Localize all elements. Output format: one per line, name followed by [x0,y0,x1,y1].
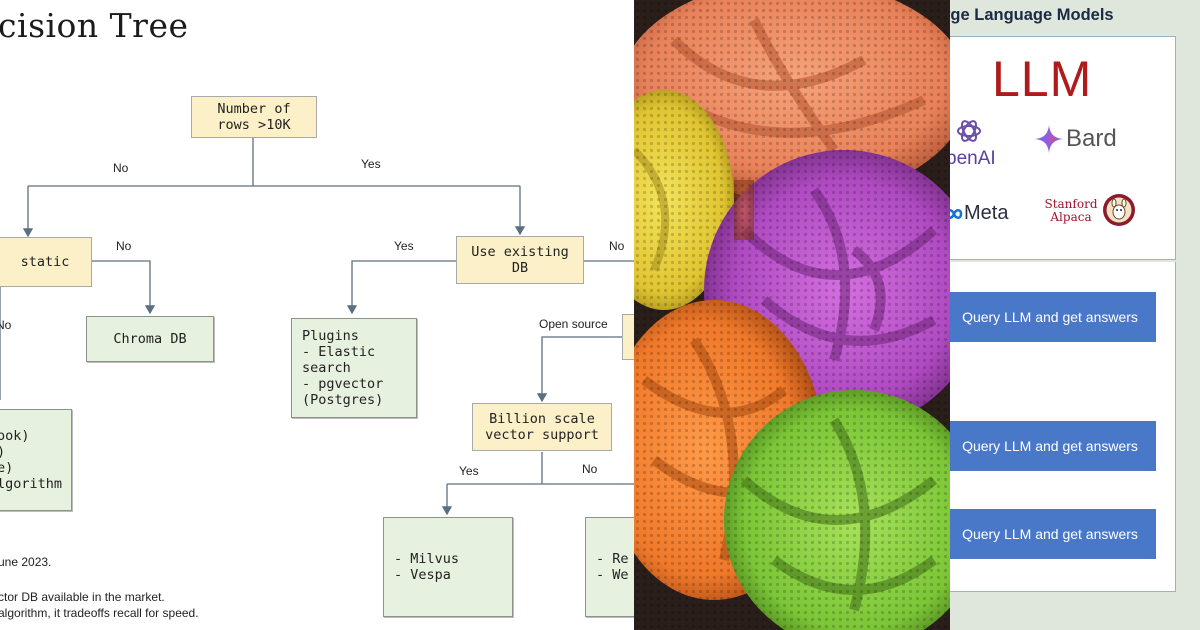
llm-panel-title: rge Language Models [950,6,1114,24]
alpaca-logo-icon [1103,194,1135,226]
edge-label-no: No [116,239,132,253]
outcome-plugins: Plugins - Elastic search - pgvector (Pos… [291,318,417,418]
flowchart-connectors [0,136,634,516]
decision-existing-db: Use existing DB [456,236,584,284]
edge-label-no: No [582,462,598,476]
query-llm-button[interactable]: Query LLM and get answers [950,292,1156,342]
openai-knot-icon [957,120,981,142]
stanford-label: Stanford [1044,197,1098,211]
outcome-chroma-db: Chroma DB [86,316,214,362]
decision-static: static [0,237,92,287]
connector-static-to-chroma [92,260,156,315]
edge-label-yes: Yes [361,157,381,171]
edge-label-open-source: Open source [539,317,608,331]
edge-label-yes: Yes [394,239,414,253]
connector-open-source [536,336,625,403]
outcome-left-list: ook) ) e) lgorithm [0,409,72,511]
decision-tree-panel: ecision Tree Number of rows >10K static … [0,6,634,620]
decision-tree-title: ecision Tree [0,6,189,45]
decision-billion-scale: Billion scale vector support [472,403,612,451]
edge-label-no: No [113,161,129,175]
rolled-towels-image [634,0,950,630]
footnote-line-1: ctor DB available in the market. [0,590,165,604]
query-llm-button[interactable]: Query LLM and get answers [950,509,1156,559]
towels-photo [634,0,950,630]
llm-logo-text: LLM [992,51,1093,107]
meta-label: Meta [964,202,1009,224]
llm-logos-box [950,36,1176,260]
edge-label-no: No [0,318,12,332]
query-llm-button[interactable]: Query LLM and get answers [950,421,1156,471]
edge-label-no: No [609,239,625,253]
stanford-alpaca-label: Stanford Alpaca [1043,198,1099,224]
llm-panel: rge Language Models LLM penAI Bard Meta … [950,0,1200,630]
outcome-milvus-vespa: - Milvus - Vespa [383,517,513,617]
bard-sparkle-icon [1035,125,1063,153]
decision-rows: Number of rows >10K [191,96,317,138]
openai-label: penAI [950,148,996,169]
footnote-line-2: algorithm, it tradeoffs recall for speed… [0,606,199,620]
outcome-right-list: - Re - We [585,517,634,617]
bard-label: Bard [1066,125,1117,152]
decision-open-source-box [622,314,634,360]
edge-label-yes: Yes [459,464,479,478]
footnote-date: une 2023. [0,555,52,569]
connector-db-to-plugins [346,260,456,315]
meta-infinity-icon [950,209,963,219]
alpaca-label: Alpaca [1050,210,1092,224]
